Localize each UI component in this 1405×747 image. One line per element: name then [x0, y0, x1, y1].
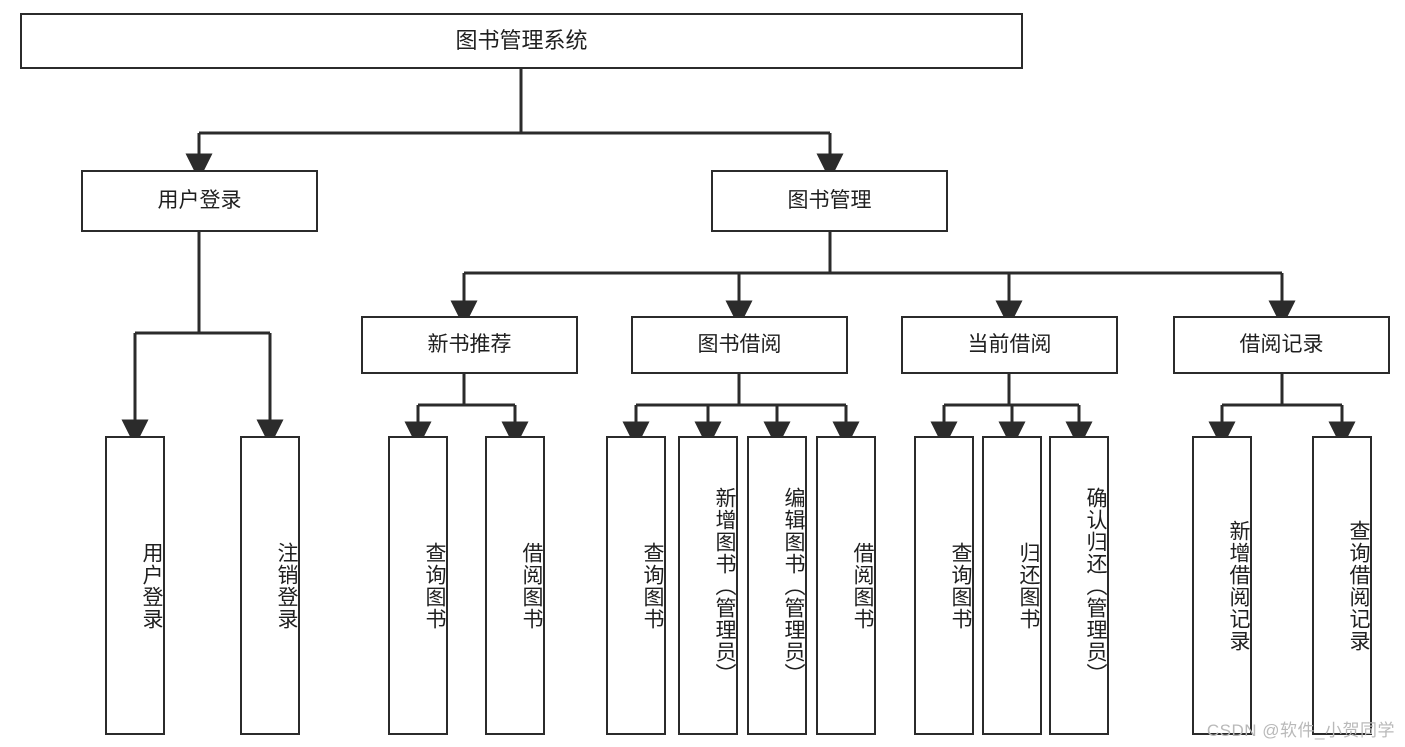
leaf-query-borrow-record[interactable]: 查询借阅记录: [1312, 436, 1372, 735]
leaf-query-book-current-borrow[interactable]: 查询图书: [914, 436, 974, 735]
node-book-borrow[interactable]: 图书借阅: [631, 316, 848, 374]
node-label: 编辑图书（管理员）: [782, 486, 805, 685]
node-label: 图书管理: [787, 189, 872, 213]
csdn-watermark: CSDN @软件_小贺同学: [1206, 721, 1395, 740]
leaf-add-book-admin[interactable]: 新增图书（管理员）: [678, 436, 738, 735]
node-book-manage[interactable]: 图书管理: [711, 170, 948, 232]
node-label: 借阅记录: [1239, 333, 1324, 357]
node-label: 用户登录: [157, 189, 242, 213]
node-label: 确认归还（管理员）: [1084, 486, 1107, 685]
node-current-borrow[interactable]: 当前借阅: [901, 316, 1118, 374]
node-label: 查询借阅记录: [1347, 519, 1370, 652]
node-label: 新书推荐: [427, 333, 512, 357]
node-label: 图书借阅: [697, 333, 782, 357]
node-label: 当前借阅: [967, 333, 1052, 357]
node-label: 借阅图书: [851, 541, 874, 630]
node-label: 图书管理系统: [455, 27, 588, 53]
leaf-query-book-borrow[interactable]: 查询图书: [606, 436, 666, 735]
leaf-add-borrow-record[interactable]: 新增借阅记录: [1192, 436, 1252, 735]
node-label: 查询图书: [641, 541, 664, 630]
node-label: 查询图书: [423, 541, 446, 630]
leaf-borrow-book-borrow[interactable]: 借阅图书: [816, 436, 876, 735]
leaf-user-login[interactable]: 用户登录: [105, 436, 165, 735]
node-root-book-management-system[interactable]: 图书管理系统: [20, 13, 1023, 69]
leaf-query-book-new-recommend[interactable]: 查询图书: [388, 436, 448, 735]
node-label: 新增借阅记录: [1227, 519, 1250, 652]
node-user-login[interactable]: 用户登录: [81, 170, 318, 232]
leaf-confirm-return-admin[interactable]: 确认归还（管理员）: [1049, 436, 1109, 735]
node-borrow-record[interactable]: 借阅记录: [1173, 316, 1390, 374]
node-new-book-recommend[interactable]: 新书推荐: [361, 316, 578, 374]
node-label: 归还图书: [1017, 541, 1040, 630]
leaf-return-book[interactable]: 归还图书: [982, 436, 1042, 735]
leaf-logout-login[interactable]: 注销登录: [240, 436, 300, 735]
node-label: 借阅图书: [520, 541, 543, 630]
node-label: 新增图书（管理员）: [713, 486, 736, 685]
node-label: 用户登录: [140, 541, 163, 630]
leaf-edit-book-admin[interactable]: 编辑图书（管理员）: [747, 436, 807, 735]
leaf-borrow-book-new-recommend[interactable]: 借阅图书: [485, 436, 545, 735]
node-label: 查询图书: [949, 541, 972, 630]
node-label: 注销登录: [275, 541, 298, 630]
